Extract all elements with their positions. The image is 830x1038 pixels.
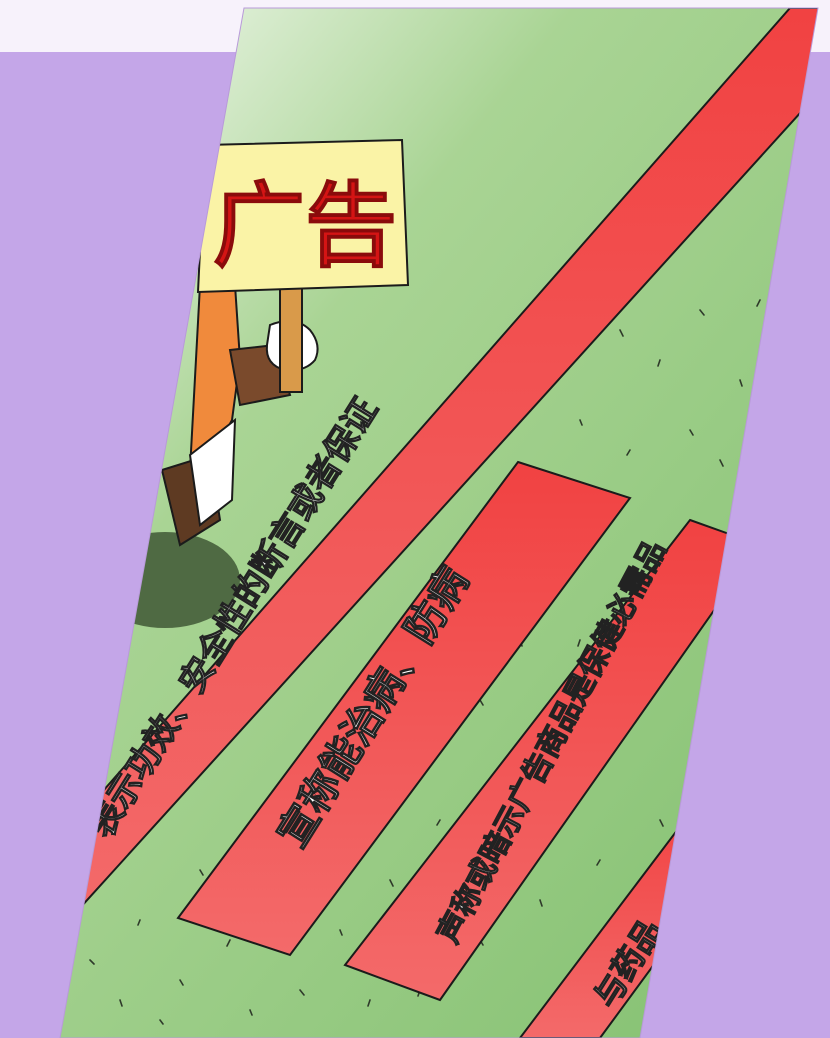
red-stripe-2 (176, 460, 632, 957)
sign-pole (279, 279, 303, 393)
character-figure (160, 284, 319, 547)
main-red-stripe (60, 8, 818, 933)
sign-board: 广告 (196, 138, 410, 294)
sign-text: 广告 (213, 173, 397, 280)
